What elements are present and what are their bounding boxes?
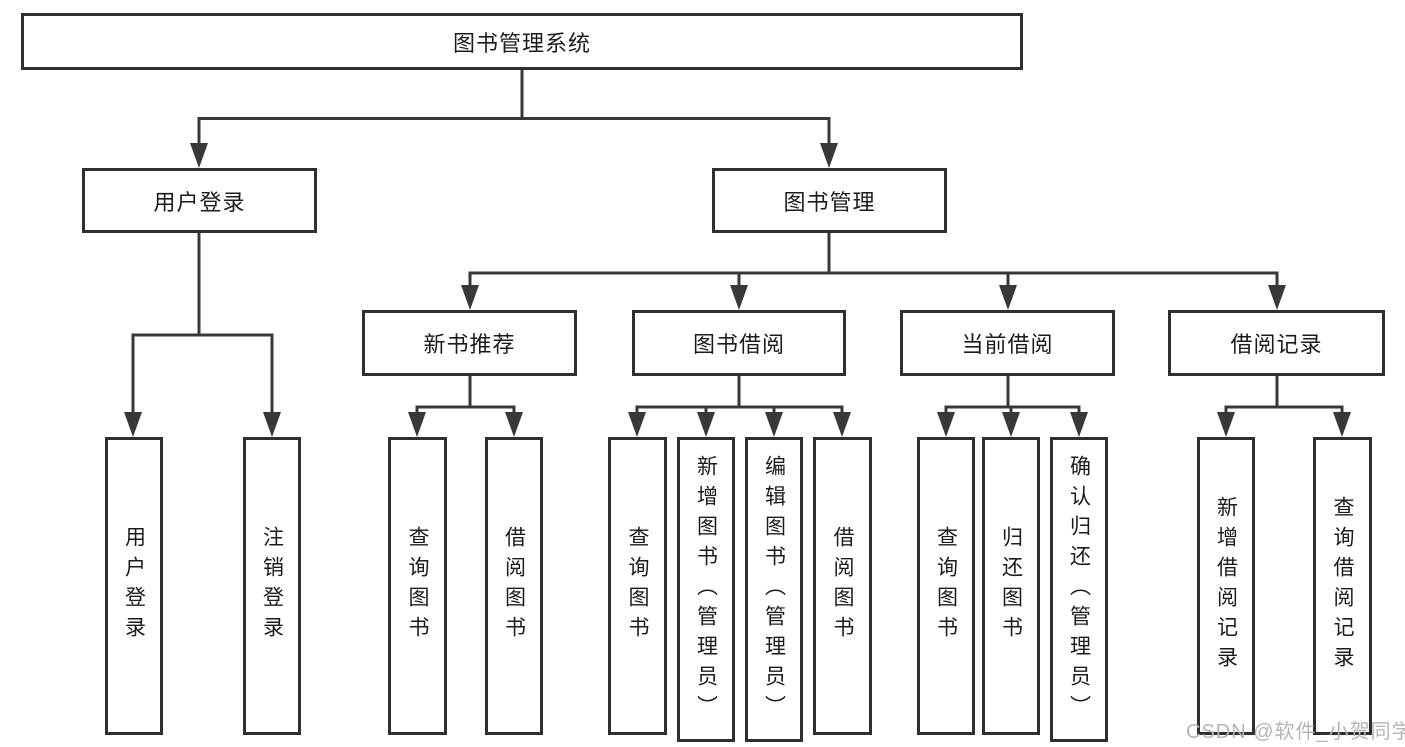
node-leaf-add-borrow-record: 新增借阅记录 (1197, 437, 1255, 735)
arrow-down-icon (628, 412, 646, 437)
node-leaf-query-books-3: 查询图书 (917, 437, 975, 735)
node-leaf-add-books-admin: 新增图书（管理员） (677, 437, 735, 742)
node-leaf-logout: 注销登录 (243, 437, 301, 735)
arrow-down-icon (263, 412, 281, 437)
arrowheads (124, 143, 1351, 437)
csdn-watermark: CSDN @软件_小贺同学 (1186, 721, 1405, 743)
arrow-down-icon (408, 412, 426, 437)
arrow-down-icon (999, 285, 1017, 310)
arrow-down-icon (124, 412, 142, 437)
arrow-down-icon (1070, 412, 1088, 437)
arrow-down-icon (505, 412, 523, 437)
node-root-library-system: 图书管理系统 (21, 13, 1023, 70)
arrow-down-icon (697, 412, 715, 437)
arrow-down-icon (1268, 285, 1286, 310)
arrow-down-icon (1217, 412, 1235, 437)
arrow-down-icon (765, 412, 783, 437)
arrow-down-icon (730, 285, 748, 310)
node-leaf-confirm-return-admin: 确认归还（管理员） (1050, 437, 1108, 742)
node-leaf-return-books: 归还图书 (982, 437, 1040, 735)
arrow-down-icon (1002, 412, 1020, 437)
node-user-login: 用户登录 (82, 168, 317, 233)
node-leaf-query-books-1: 查询图书 (388, 437, 447, 735)
node-book-borrowing: 图书借阅 (632, 310, 846, 376)
node-leaf-query-books-2: 查询图书 (608, 437, 667, 735)
arrow-down-icon (833, 412, 851, 437)
tree-edges (131, 70, 1344, 415)
arrow-down-icon (1333, 412, 1351, 437)
node-new-book-recommend: 新书推荐 (362, 310, 577, 376)
arrow-down-icon (820, 143, 838, 168)
arrow-down-icon (937, 412, 955, 437)
node-leaf-borrow-books-1: 借阅图书 (485, 437, 543, 735)
node-book-management: 图书管理 (712, 168, 947, 233)
node-leaf-user-login: 用户登录 (105, 437, 163, 735)
node-borrow-records: 借阅记录 (1168, 310, 1385, 376)
arrow-down-icon (190, 143, 208, 168)
node-leaf-borrow-books-2: 借阅图书 (813, 437, 872, 735)
node-leaf-edit-books-admin: 编辑图书（管理员） (745, 437, 803, 742)
node-leaf-query-borrow-record: 查询借阅记录 (1313, 437, 1372, 735)
node-current-borrowing: 当前借阅 (900, 310, 1115, 376)
arrow-down-icon (461, 285, 479, 310)
